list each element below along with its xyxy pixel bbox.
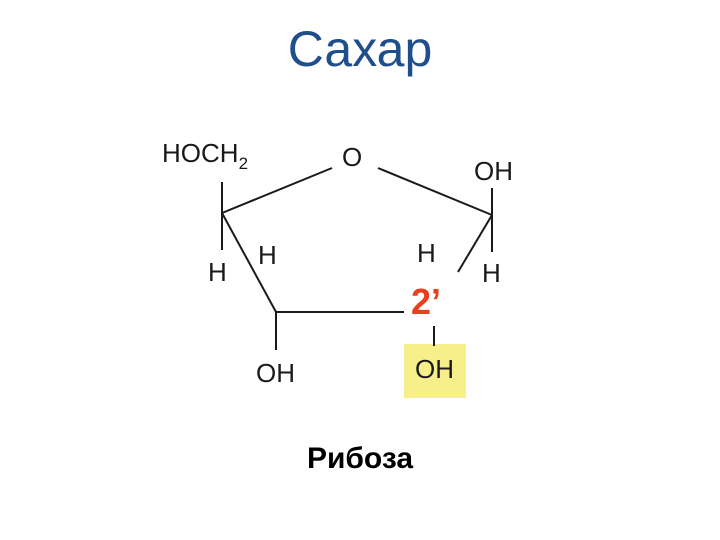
c2-oh-label: OH [415, 354, 454, 384]
molecule-caption: Рибоза [306, 442, 414, 475]
c3-oh-label: OH [256, 358, 295, 388]
c5-hoch2-label: HOCH2 [162, 138, 248, 173]
position-2-prime-label: 2’ [411, 281, 441, 322]
bond-c2-c1 [457, 214, 493, 273]
bond-c4-c3 [221, 212, 277, 313]
c2-h-label: H [417, 238, 436, 268]
oh-highlight [404, 344, 466, 398]
c1-h-label: H [482, 258, 501, 288]
slide-title: Сахар [287, 21, 433, 77]
bond-c4-o [221, 167, 333, 214]
c1-oh-label: OH [474, 156, 513, 186]
c3-h-label: H [258, 240, 277, 270]
ring-oxygen-label: O [342, 142, 362, 172]
bond-o-c1 [377, 167, 493, 216]
c4-h-label: H [208, 257, 227, 287]
